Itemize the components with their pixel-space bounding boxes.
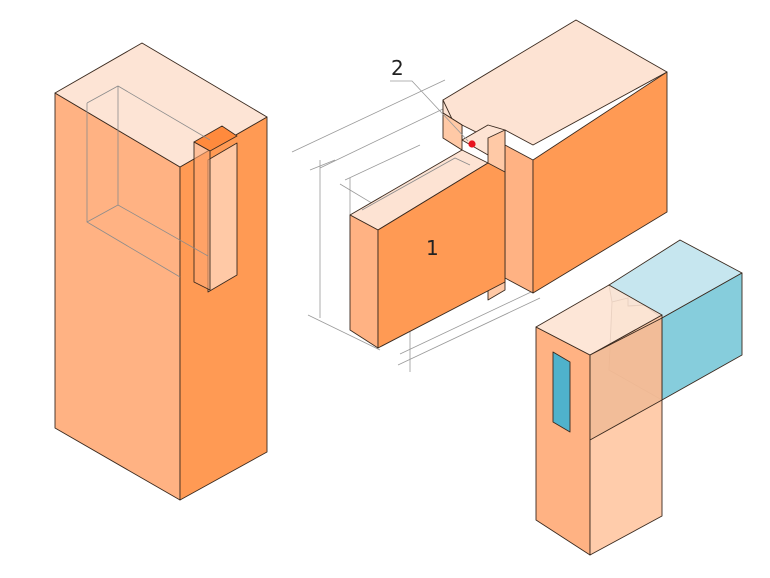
leader-2	[390, 80, 469, 142]
tenon-ledge	[361, 157, 471, 211]
left-post-slot-side	[193, 141, 211, 291]
label-2: 2	[391, 56, 404, 80]
tenon-through-post	[589, 317, 663, 441]
center-body-front	[504, 144, 534, 294]
marker-dot	[468, 140, 476, 148]
tenon-left	[349, 214, 379, 349]
post-top-face	[535, 284, 663, 356]
tenon-back-wall	[442, 112, 463, 151]
left-post	[54, 42, 268, 501]
assembled-joint	[535, 239, 743, 556]
dim-line-a	[291, 79, 446, 153]
tenon-right	[377, 162, 506, 349]
dim-line-c	[344, 144, 421, 181]
dim-line-f	[307, 314, 381, 351]
dim-line-e	[309, 159, 336, 171]
dim-line-j	[397, 297, 541, 366]
center-body-right	[532, 71, 668, 294]
center-block	[291, 19, 668, 372]
blue-slot	[552, 351, 571, 433]
label-1: 1	[426, 236, 439, 260]
left-post-hidden-edge	[86, 204, 119, 223]
left-post-slot-wall	[207, 142, 238, 293]
dim-line-k	[399, 283, 549, 355]
